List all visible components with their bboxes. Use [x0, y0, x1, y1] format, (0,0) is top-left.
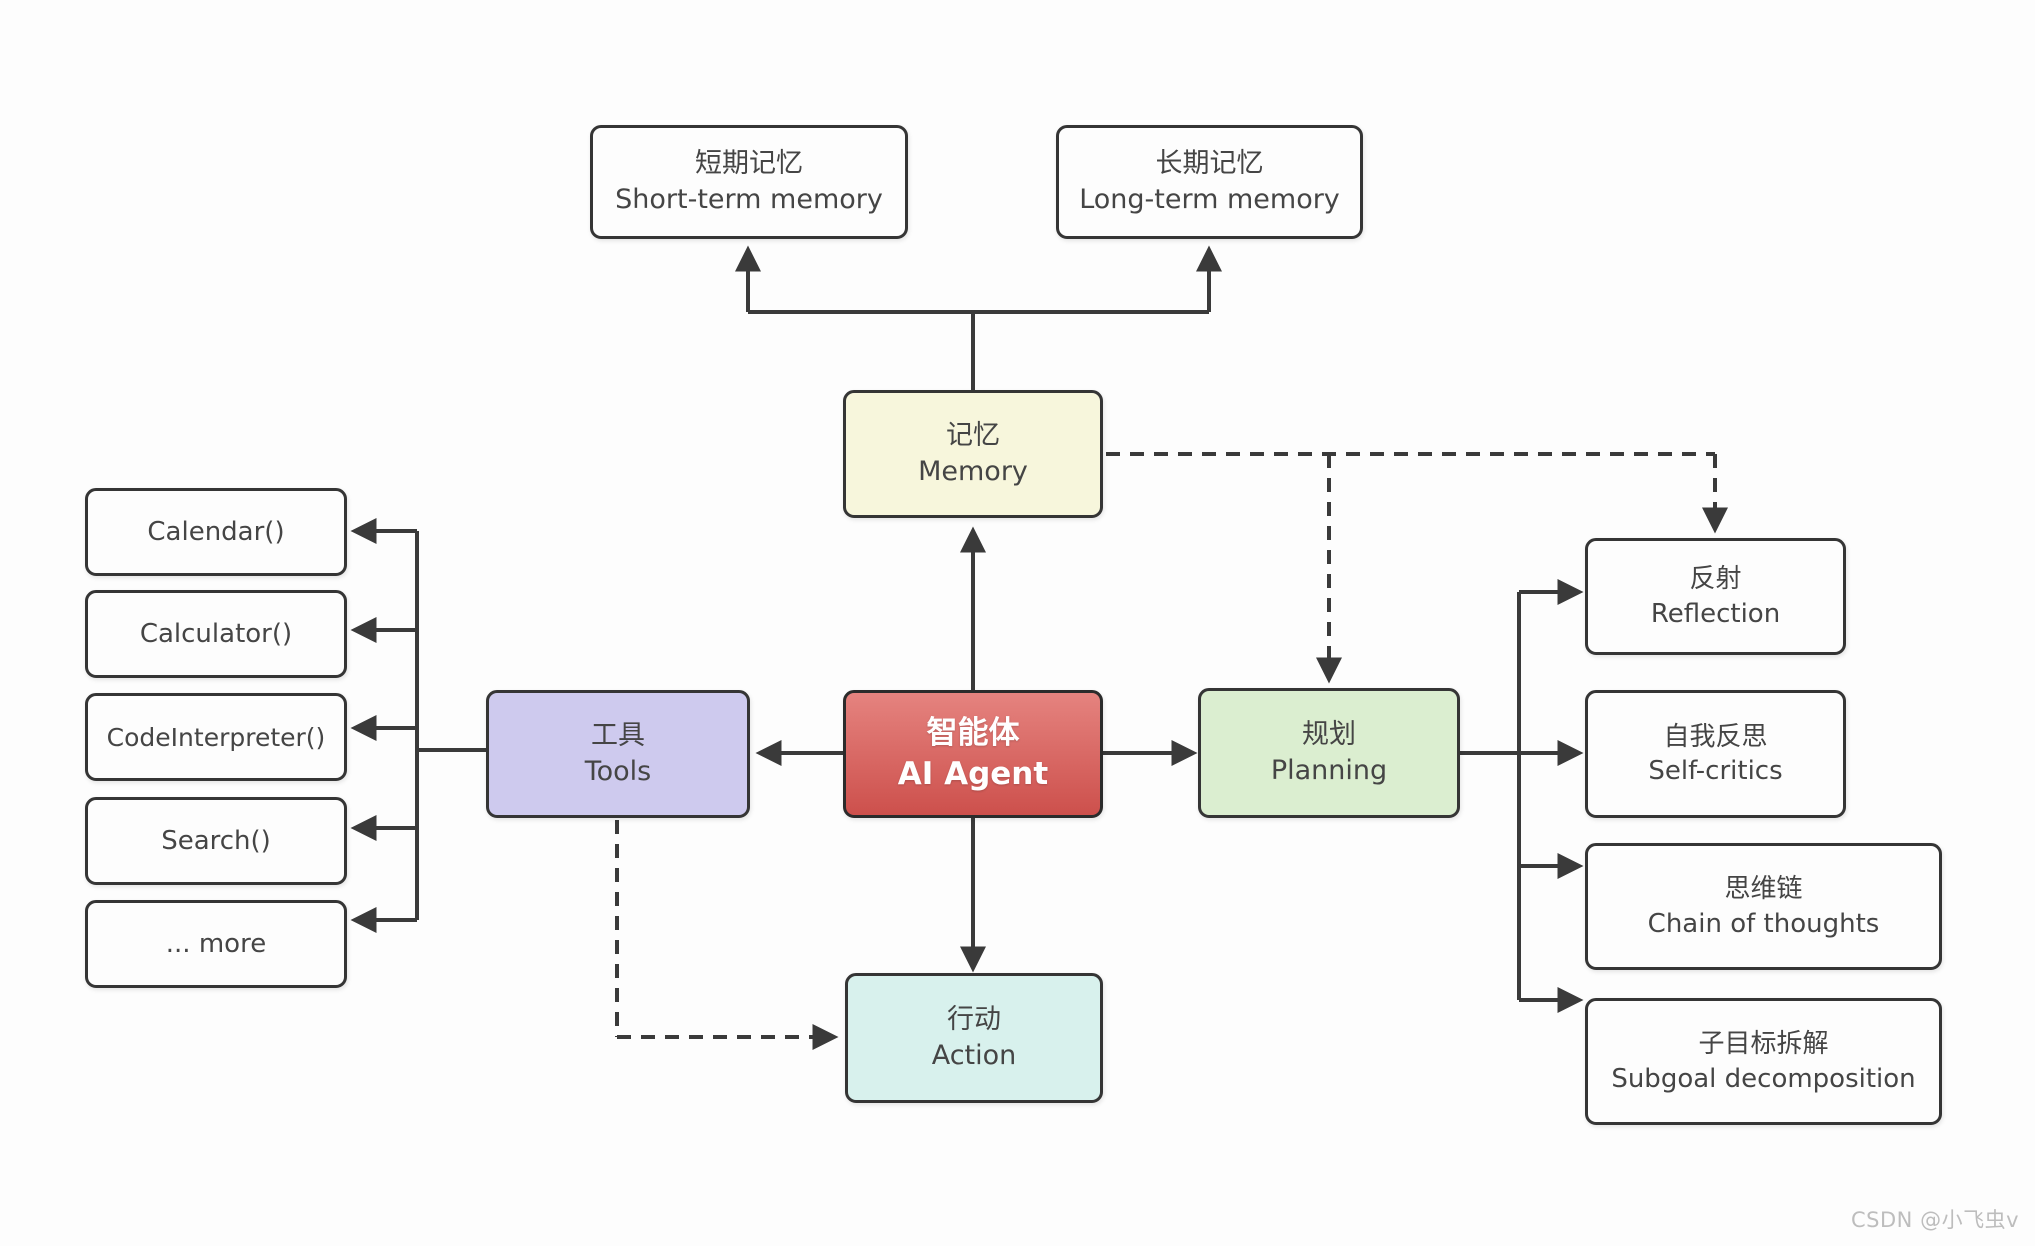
- action-label-zh: 行动: [947, 1004, 1001, 1036]
- tool-item-calculator: Calculator(): [85, 590, 347, 678]
- long-term-memory-label-en: Long-term memory: [1079, 184, 1340, 215]
- tool-item-search: Search(): [85, 797, 347, 885]
- planning-item-reflection: 反射 Reflection: [1585, 538, 1846, 655]
- memory-dashed-connector: [1106, 452, 1728, 684]
- ai-agent-label-en: AI Agent: [897, 756, 1049, 792]
- memory-node: 记忆 Memory: [843, 390, 1103, 518]
- tool-item-more: ... more: [85, 900, 347, 988]
- action-label-en: Action: [931, 1040, 1017, 1071]
- planning-item-label-zh: 自我反思: [1663, 721, 1768, 752]
- short-term-memory-node: 短期记忆 Short-term memory: [590, 125, 908, 239]
- planning-item-label-zh: 思维链: [1724, 874, 1803, 905]
- tool-item-label: CodeInterpreter(): [106, 722, 326, 752]
- memory-to-submemories-connector: [735, 245, 1222, 390]
- tools-to-tool-items-connector: [350, 518, 486, 933]
- planning-item-subgoal-decomposition: 子目标拆解 Subgoal decomposition: [1585, 998, 1942, 1125]
- short-term-memory-label-zh: 短期记忆: [695, 148, 803, 180]
- ai-agent-label-zh: 智能体: [926, 715, 1020, 752]
- memory-label-zh: 记忆: [946, 420, 1000, 452]
- tools-label-en: Tools: [584, 756, 652, 787]
- tool-item-label: Calculator(): [139, 618, 293, 649]
- planning-item-label-zh: 子目标拆解: [1698, 1029, 1829, 1060]
- long-term-memory-node: 长期记忆 Long-term memory: [1056, 125, 1363, 239]
- tools-node: 工具 Tools: [486, 690, 750, 818]
- tool-item-codeinterpreter: CodeInterpreter(): [85, 693, 347, 781]
- planning-item-chain-of-thoughts: 思维链 Chain of thoughts: [1585, 843, 1942, 970]
- tool-item-label: Calendar(): [147, 516, 285, 547]
- tool-item-label: Search(): [161, 825, 271, 856]
- ai-agent-node: 智能体 AI Agent: [843, 690, 1103, 818]
- tools-to-action-dashed-connector: [615, 820, 839, 1050]
- planning-item-self-critics: 自我反思 Self-critics: [1585, 690, 1846, 818]
- action-node: 行动 Action: [845, 973, 1103, 1103]
- tools-label-zh: 工具: [591, 720, 645, 752]
- long-term-memory-label-zh: 长期记忆: [1155, 148, 1264, 180]
- planning-item-label-en: Reflection: [1650, 598, 1781, 629]
- planning-item-label-en: Subgoal decomposition: [1611, 1063, 1916, 1094]
- planning-item-label-en: Self-critics: [1648, 756, 1783, 786]
- planning-label-zh: 规划: [1302, 719, 1356, 751]
- planning-node: 规划 Planning: [1198, 688, 1460, 818]
- memory-label-en: Memory: [918, 456, 1028, 487]
- csdn-watermark: CSDN @小飞虫v: [1851, 1208, 2019, 1232]
- tool-item-calendar: Calendar(): [85, 488, 347, 576]
- planning-item-label-en: Chain of thoughts: [1647, 908, 1880, 939]
- short-term-memory-label-en: Short-term memory: [615, 184, 883, 215]
- planning-label-en: Planning: [1270, 755, 1388, 786]
- planning-to-planning-items-connector: [1460, 579, 1584, 1013]
- tool-item-label: ... more: [165, 928, 267, 959]
- planning-item-label-zh: 反射: [1689, 564, 1742, 595]
